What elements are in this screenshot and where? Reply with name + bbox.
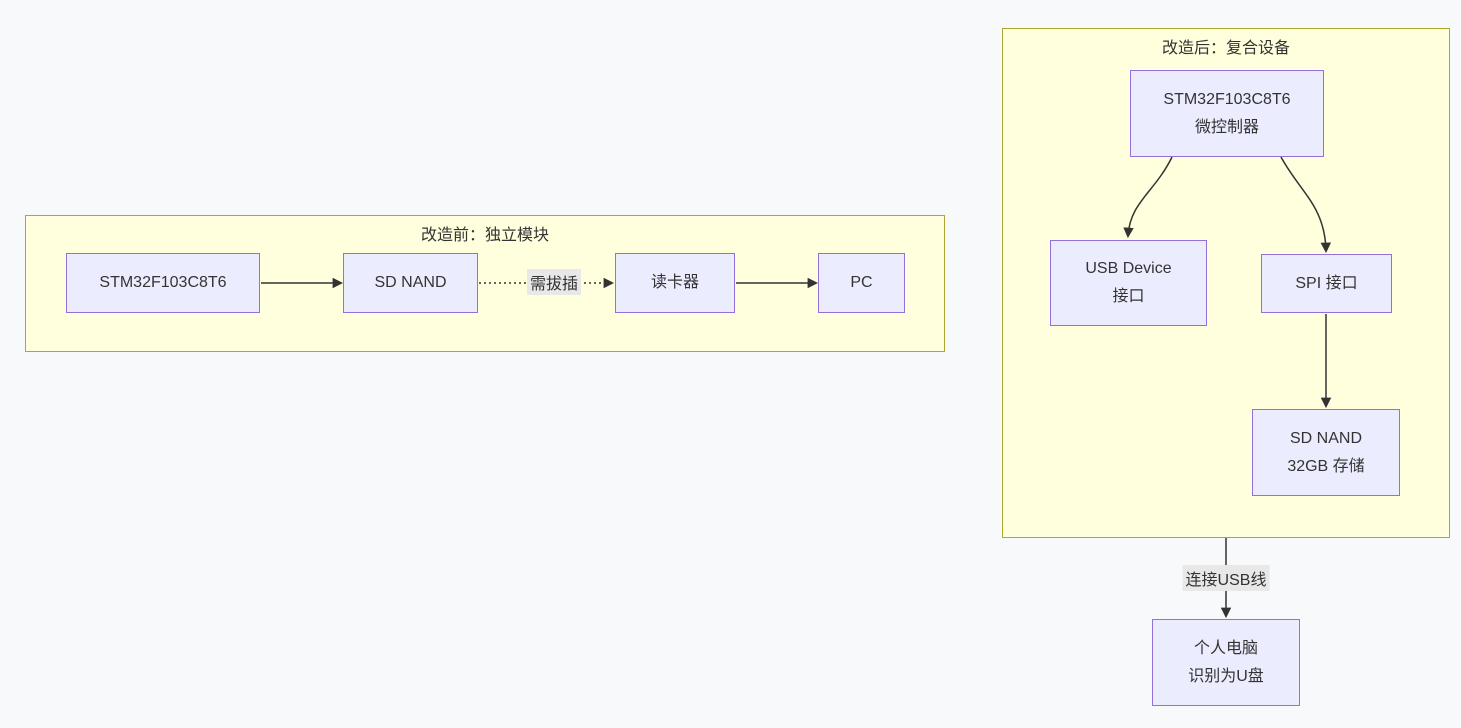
node-pc-before: PC <box>818 253 905 313</box>
edge-label-hotplug: 需拔插 <box>526 269 582 295</box>
node-stm32-after: STM32F103C8T6 微控制器 <box>1130 70 1324 157</box>
node-sdnand-before-label: SD NAND <box>374 274 447 291</box>
node-usb-device-line2: 接口 <box>1112 288 1145 305</box>
node-pc-before-label: PC <box>850 274 873 291</box>
node-sdnand-storage-line2: 32GB 存储 <box>1287 457 1365 475</box>
node-stm32-after-line2: 微控制器 <box>1194 118 1259 136</box>
edge-after-mcu-to-spi <box>1280 156 1332 254</box>
node-stm32-before: STM32F103C8T6 <box>66 253 260 313</box>
cluster-before-title: 改造前：独立模块 <box>420 227 549 244</box>
node-sdnand-before: SD NAND <box>343 253 478 313</box>
node-usb-device-interface: USB Device 接口 <box>1050 240 1207 326</box>
node-stm32-after-line1: STM32F103C8T6 <box>1163 90 1291 108</box>
node-card-reader: 读卡器 <box>615 253 735 313</box>
cluster-after-title: 改造后：复合设备 <box>1161 40 1290 57</box>
node-card-reader-label: 读卡器 <box>650 274 699 291</box>
node-personal-computer-line1: 个人电脑 <box>1193 639 1258 657</box>
node-sdnand-storage-line1: SD NAND <box>1289 429 1362 447</box>
node-personal-computer-line2: 识别为U盘 <box>1188 667 1264 685</box>
edge-label-usb-cable: 连接USB线 <box>1182 565 1270 591</box>
node-usb-device-line1: USB Device <box>1085 260 1172 277</box>
node-personal-computer: 个人电脑 识别为U盘 <box>1152 619 1300 706</box>
node-sdnand-storage: SD NAND 32GB 存储 <box>1252 409 1400 496</box>
node-spi-interface-label: SPI 接口 <box>1295 274 1358 292</box>
edge-after-mcu-to-usb <box>1123 156 1173 239</box>
node-spi-interface: SPI 接口 <box>1261 254 1392 313</box>
node-stm32-before-label: STM32F103C8T6 <box>99 274 227 291</box>
